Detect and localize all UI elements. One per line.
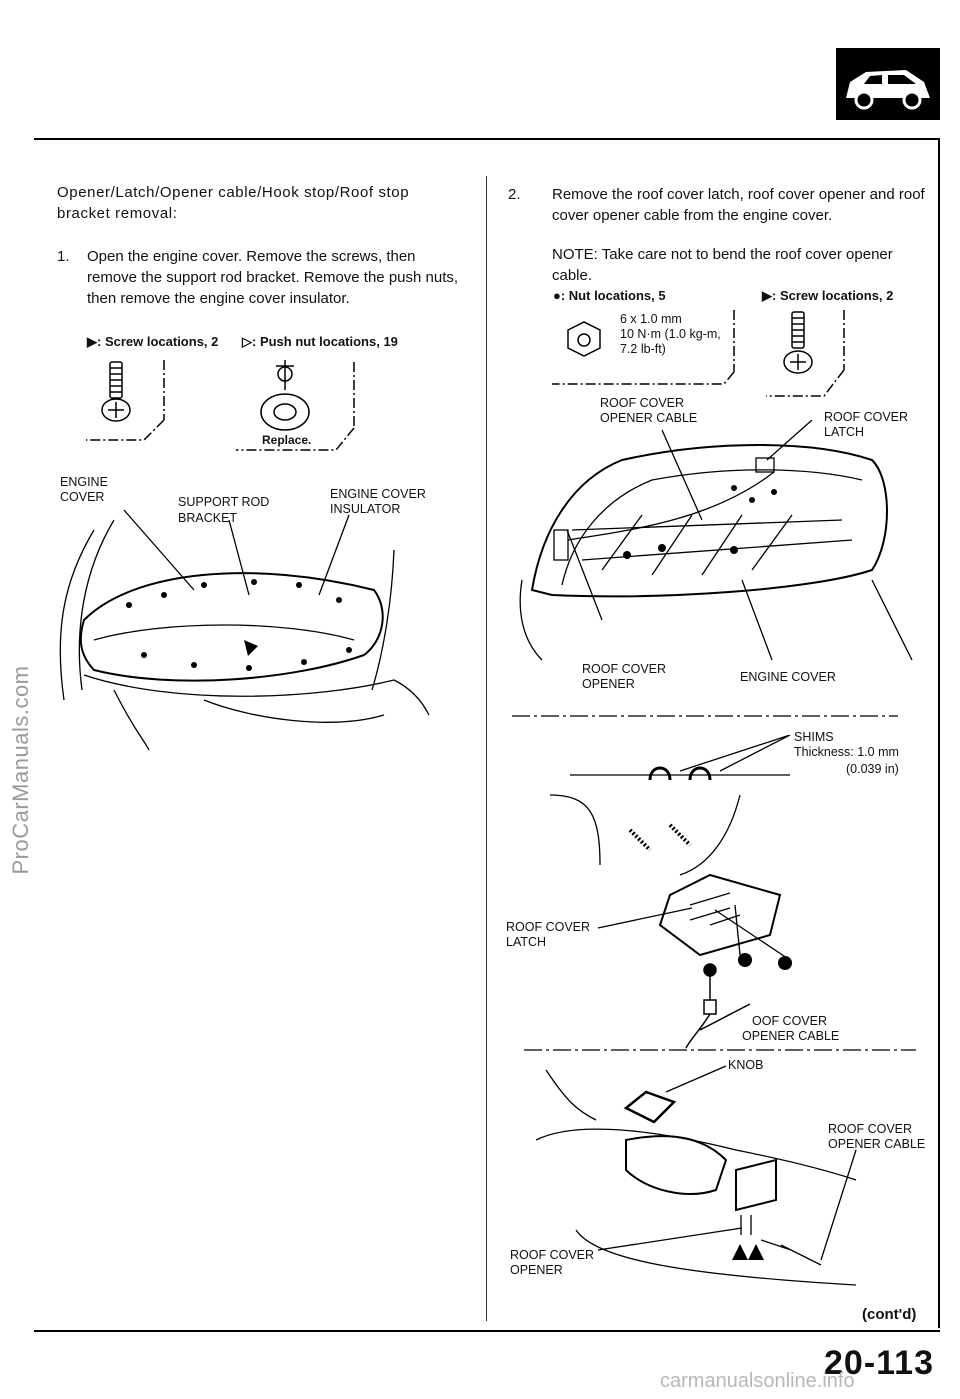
push-nut-locations-label: ▷: Push nut locations, 19 bbox=[242, 334, 398, 349]
nut-spec-2: 10 N·m (1.0 kg-m, bbox=[620, 327, 721, 341]
engine-cover-latch-illustration bbox=[519, 420, 913, 661]
label-insulator-l1: ENGINE COVER bbox=[330, 487, 426, 501]
nut-spec-3: 7.2 lb-ft) bbox=[620, 342, 666, 356]
note-text: NOTE: Take care not to bend the roof cov… bbox=[552, 246, 893, 284]
step1-text: Open the engine cover. Remove the screws… bbox=[87, 248, 459, 307]
label-engine-cover-l1: ENGINE bbox=[60, 475, 108, 489]
label-knob: KNOB bbox=[728, 1058, 764, 1072]
nut-locations-label: ●: Nut locations, 5 bbox=[553, 288, 666, 303]
opener-leader-line bbox=[597, 1227, 743, 1251]
label-latch-l1: ROOF COVER bbox=[824, 410, 909, 424]
bottom-rule bbox=[34, 1330, 940, 1332]
continued-label: (cont'd) bbox=[862, 1306, 917, 1323]
label-support-rod-l2: BRACKET bbox=[178, 511, 238, 525]
label-latch2-l1: ROOF COVER bbox=[506, 920, 591, 934]
label-cable2-l1: OOF COVER bbox=[752, 1014, 828, 1028]
label-opener-cable-l1: ROOF COVER bbox=[600, 396, 685, 410]
label-engine-cover-right: ENGINE COVER bbox=[740, 670, 836, 684]
label-latch2-l2: LATCH bbox=[506, 935, 547, 949]
screw-locations-label: ▶: Screw locations, 2 bbox=[87, 334, 219, 349]
shims-latch-illustration bbox=[549, 735, 792, 970]
replace-label: Replace. bbox=[262, 433, 312, 447]
knob-opener-illustration bbox=[536, 1065, 857, 1286]
step2-text: Remove the roof cover latch, roof cover … bbox=[552, 186, 925, 224]
label-cable2-l2: OPENER CABLE bbox=[742, 1029, 840, 1043]
label-cable3-l2: OPENER CABLE bbox=[828, 1137, 926, 1151]
right-rule bbox=[938, 138, 940, 1328]
label-support-rod-l1: SUPPORT ROD bbox=[178, 495, 270, 509]
engine-cover-insulator-illustration bbox=[59, 509, 430, 751]
label-latch-l2: LATCH bbox=[824, 425, 865, 439]
label-insulator-l2: INSULATOR bbox=[330, 502, 401, 516]
screw-icon bbox=[86, 360, 165, 441]
opener-cable-end-illustration bbox=[685, 963, 751, 1049]
screw-locations-label-right: ▶: Screw locations, 2 bbox=[762, 288, 894, 303]
car-section-icon bbox=[836, 48, 940, 120]
label-engine-cover-l2: COVER bbox=[60, 490, 105, 504]
nut-spec-1: 6 x 1.0 mm bbox=[620, 312, 682, 326]
label-opener3-l1: ROOF COVER bbox=[510, 1248, 595, 1262]
label-opener-cable-l2: OPENER CABLE bbox=[600, 411, 698, 425]
latch-leader-line bbox=[597, 907, 693, 929]
section-divider-1 bbox=[512, 715, 898, 717]
label-opener-l2: OPENER bbox=[582, 677, 635, 691]
footer-watermark: carmanualsonline.info bbox=[660, 1370, 855, 1392]
column-divider bbox=[486, 176, 487, 1321]
screw-and-pushnut-illustration bbox=[86, 360, 355, 451]
page-number: 20-113 bbox=[824, 1344, 934, 1382]
sidebar-watermark: ProCarManuals.com bbox=[8, 665, 33, 875]
label-cable3-l1: ROOF COVER bbox=[828, 1122, 913, 1136]
intro-text: Opener/Latch/Opener cable/Hook stop/Roof… bbox=[57, 184, 410, 222]
push-nut-icon bbox=[236, 360, 355, 451]
label-opener-l1: ROOF COVER bbox=[582, 662, 667, 676]
top-rule bbox=[34, 138, 940, 140]
section-divider-2 bbox=[524, 1049, 916, 1051]
step1-number: 1. bbox=[57, 248, 70, 265]
shims-thickness-in: (0.039 in) bbox=[846, 762, 899, 776]
shims-label: SHIMS bbox=[794, 730, 834, 744]
label-opener3-l2: OPENER bbox=[510, 1263, 563, 1277]
shims-thickness: Thickness: 1.0 mm bbox=[794, 745, 899, 759]
nut-and-screw-illustration bbox=[552, 310, 845, 397]
step2-number: 2. bbox=[508, 186, 521, 203]
